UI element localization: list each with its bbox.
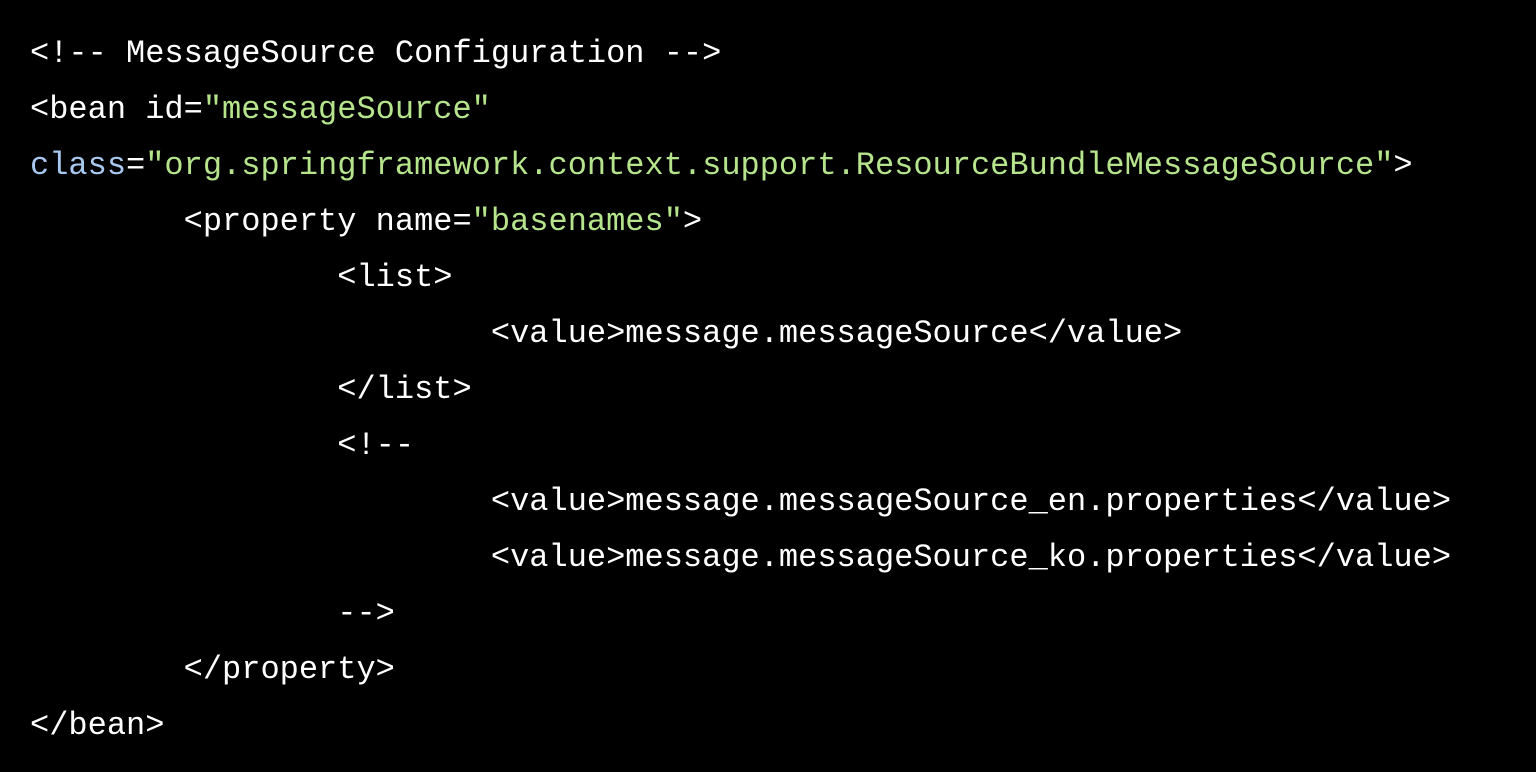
code-token-plain: <value>message.messageSource_en.properti…	[30, 483, 1452, 520]
code-token-plain: <!--	[30, 427, 415, 464]
code-token-plain: -->	[30, 595, 395, 632]
code-token-plain: <value>message.messageSource</value>	[30, 315, 1183, 352]
code-token-plain: <!-- MessageSource Configuration -->	[30, 35, 722, 72]
code-token-plain: </property>	[30, 651, 395, 688]
code-token-plain: </list>	[30, 371, 472, 408]
code-line: <value>message.messageSource</value>	[30, 306, 1451, 362]
code-line: <!--	[30, 418, 1451, 474]
code-token-plain: >	[682, 203, 703, 240]
code-token-plain: =	[126, 147, 146, 184]
code-line: -->	[30, 586, 1451, 642]
code-token-string: "messageSource"	[202, 91, 491, 128]
code-token-plain: <bean id=	[30, 91, 203, 128]
code-line: <value>message.messageSource_ko.properti…	[30, 530, 1451, 586]
code-token-string: "org.springframework.context.support.Res…	[145, 147, 1394, 184]
code-line: </list>	[30, 362, 1451, 418]
code-line: <bean id="messageSource"	[30, 82, 1451, 138]
code-token-plain: <value>message.messageSource_ko.properti…	[30, 539, 1452, 576]
code-line: <list>	[30, 250, 1451, 306]
code-token-attr: class	[30, 147, 127, 184]
code-line: <!-- MessageSource Configuration -->	[30, 26, 1451, 82]
code-line: </bean>	[30, 698, 1451, 754]
code-token-plain: </bean>	[30, 707, 165, 744]
code-token-plain: >	[1393, 147, 1413, 184]
code-token-string: "basenames"	[471, 203, 683, 240]
code-token-plain: <list>	[30, 259, 453, 296]
code-block: <!-- MessageSource Configuration --> <bea…	[30, 26, 1451, 754]
code-token-plain: <property name=	[30, 203, 472, 240]
code-line: </property>	[30, 642, 1451, 698]
code-line: <value>message.messageSource_en.properti…	[30, 474, 1451, 530]
code-line: <property name="basenames">	[30, 194, 1451, 250]
code-line: class="org.springframework.context.suppo…	[30, 138, 1451, 194]
